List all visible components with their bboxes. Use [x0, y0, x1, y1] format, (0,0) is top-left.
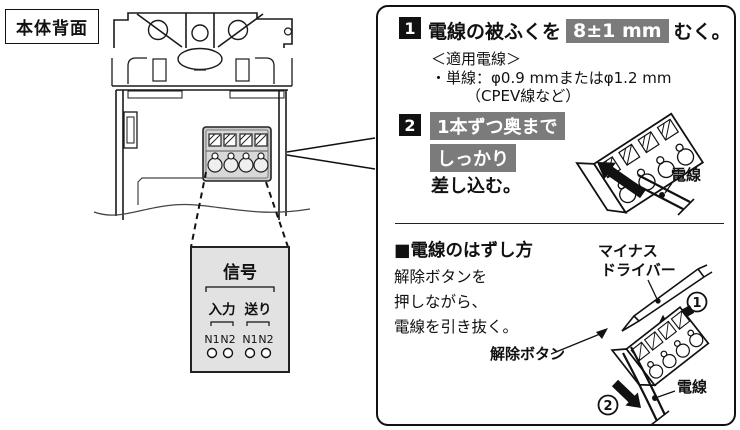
step1-text: 電線の被ふくを 8±1 mm むく。: [428, 17, 731, 44]
step2-number: 2: [399, 114, 421, 136]
wire-lines: [630, 174, 695, 216]
step1-highlight-value: 8±1 mm: [566, 18, 669, 43]
insert-direction-arrow: [597, 162, 646, 199]
applicable-wire-spec: ・単線：φ0.9 mmまたはφ1.2 mm: [431, 69, 672, 87]
step1-number: 1: [399, 17, 421, 39]
flathead-screwdriver: [621, 264, 713, 332]
screwdriver-label-line1: マイナス: [598, 242, 658, 260]
step2-marker: 2: [597, 394, 619, 416]
signal-group-feed: 送り: [244, 301, 272, 318]
break-wave-line: [93, 203, 311, 216]
step1-post-text: むく。: [673, 21, 731, 43]
back-of-unit-label: 本体背面: [5, 9, 99, 44]
wire-leader-line: [657, 390, 676, 398]
release-button-arrowhead: [596, 328, 608, 339]
step2-highlight1: 1本ずつ奥まで: [430, 112, 565, 140]
step1-pre-text: 電線の被ふくを: [428, 21, 562, 43]
terminal-label-n1b: N1: [242, 333, 257, 346]
applicable-wire-heading: ＜適用電線＞: [431, 50, 522, 68]
signal-detail-box: 信号 入力 送り N1 N2 N1 N2: [190, 246, 290, 373]
terminal-label-n1a: N1: [204, 333, 219, 346]
signal-title: 信号: [223, 262, 257, 283]
step1-marker: 1: [686, 291, 708, 313]
callout-lines: [286, 137, 376, 170]
device-back-diagram: 信号 入力 送り N1 N2 N1 N2: [93, 12, 376, 373]
screw-hatching: [208, 133, 267, 146]
instruction-panel: 1 電線の被ふくを 8±1 mm むく。 ＜適用電線＞ ・単線：φ0.9 mmま…: [376, 5, 736, 426]
removal-heading: ■電線のはずし方: [394, 241, 534, 261]
bracket-hole-center: [191, 24, 209, 42]
wire-leader-line: [664, 182, 673, 194]
wire-label: 電線: [671, 166, 701, 184]
terminal-label-n2b: N2: [258, 333, 273, 346]
pull-direction-arrow: [611, 379, 641, 408]
terminal-block: [202, 126, 272, 182]
terminal-label-n2a: N2: [220, 333, 235, 346]
wire-label: 電線: [677, 378, 707, 396]
bracket-hole-right: [227, 19, 249, 41]
applicable-wire-type: （CPEV線など）: [466, 87, 581, 105]
section-divider: [395, 223, 724, 224]
step2-highlight2: しっかり: [430, 144, 516, 172]
wire-leader-dot: [659, 192, 665, 198]
svg-text:2: 2: [603, 399, 612, 414]
device-body: [93, 90, 311, 220]
wire-lines: [622, 346, 670, 426]
signal-group-input: 入力: [209, 301, 236, 318]
remove-wire-illustration: マイナス ドライバー 1: [490, 242, 713, 426]
removal-line3: 電線を引き抜く。: [394, 318, 519, 336]
terminal-block-3d: [575, 112, 705, 214]
terminal-hole-circles: [206, 347, 272, 359]
removal-line2: 押しながら、: [394, 293, 488, 311]
screwdriver-leader-line: [647, 279, 658, 300]
wire-ports: [207, 152, 269, 173]
wire-leader-dot: [652, 395, 658, 401]
removal-line1: 解除ボタンを: [394, 268, 488, 286]
release-button-label: 解除ボタン: [490, 345, 565, 363]
screwdriver-label-line2: ドライバー: [601, 261, 676, 279]
release-button-leader: [550, 333, 601, 355]
bracket-hole-left: [147, 19, 169, 41]
detail-leader-lines: [190, 171, 289, 248]
mounting-bracket: [111, 12, 293, 91]
step2-highlight-lines: 1本ずつ奥まで しっかり: [430, 112, 565, 176]
insert-wire-illustration: 電線: [575, 112, 705, 216]
step2-post-text: 差し込む。: [431, 176, 521, 197]
svg-text:1: 1: [692, 296, 701, 311]
